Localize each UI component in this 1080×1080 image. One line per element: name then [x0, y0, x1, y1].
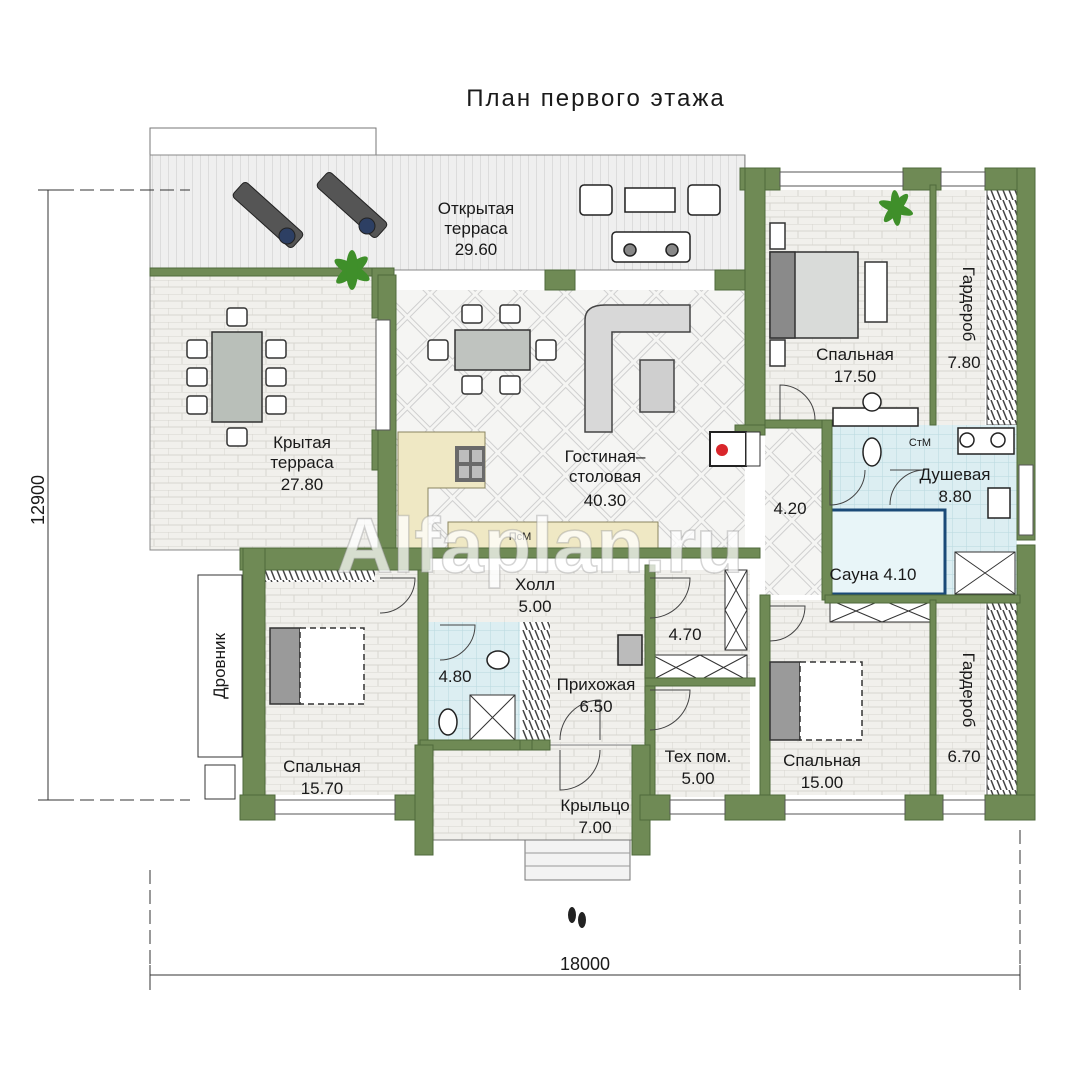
- corridor-floor: [765, 425, 825, 595]
- plant-icon: [334, 190, 914, 290]
- corner-sofa: [584, 304, 691, 433]
- fireplace: [709, 431, 761, 467]
- kitchen-counter: [397, 431, 659, 549]
- firewood-storage: [197, 574, 243, 758]
- wardrobe-se-floor: [935, 600, 985, 795]
- washer-label: СтМ: [909, 437, 931, 449]
- tech-room-label: Тех пом.5.00: [665, 747, 732, 788]
- height-dimension: 12900: [28, 475, 48, 525]
- wardrobe-ne-floor: [935, 190, 985, 425]
- width-dimension: 18000: [560, 954, 610, 974]
- terrace-dining-set: [186, 307, 287, 447]
- wardrobe-se-rail: [986, 599, 1018, 796]
- wardrobe-ne-name: Гардероб: [959, 267, 978, 342]
- firewood-label: Дровник: [210, 633, 229, 699]
- dishwasher-label: ПсМ: [509, 531, 532, 543]
- footprints-icon: [568, 907, 586, 928]
- bath-small-label: 4.80: [438, 667, 471, 686]
- living-dining-floor: [395, 290, 745, 550]
- closet-label: 4.70: [668, 625, 701, 644]
- bath-fixtures: [438, 392, 1015, 736]
- wardrobe-ne-rail: [986, 189, 1018, 426]
- sun-loungers: [232, 171, 388, 249]
- plan-title: План первого этажа: [466, 85, 725, 112]
- bed-sw: [269, 627, 365, 705]
- porch-area: [417, 744, 651, 881]
- bed-ne: [769, 222, 888, 367]
- wardrobe-ne-area: 7.80: [947, 353, 980, 372]
- sauna-room: [828, 508, 947, 596]
- bed-se: [769, 661, 863, 741]
- dining-set: [427, 304, 557, 395]
- tech-room-floor: [650, 682, 750, 797]
- hall-floor: [425, 570, 645, 622]
- corridor-label: 4.20: [773, 499, 806, 518]
- firewood-box: [204, 764, 236, 800]
- terrace-lounge-set: [579, 184, 721, 263]
- wardrobe-se-area: 6.70: [947, 747, 980, 766]
- windows: [274, 171, 1034, 815]
- watermark: Alfaplan.ru: [336, 501, 743, 589]
- dimension-lines: [38, 189, 1021, 990]
- sauna-label: Сауна 4.10: [830, 565, 917, 584]
- doors: [379, 384, 926, 791]
- wardrobe-se-name: Гардероб: [959, 653, 978, 728]
